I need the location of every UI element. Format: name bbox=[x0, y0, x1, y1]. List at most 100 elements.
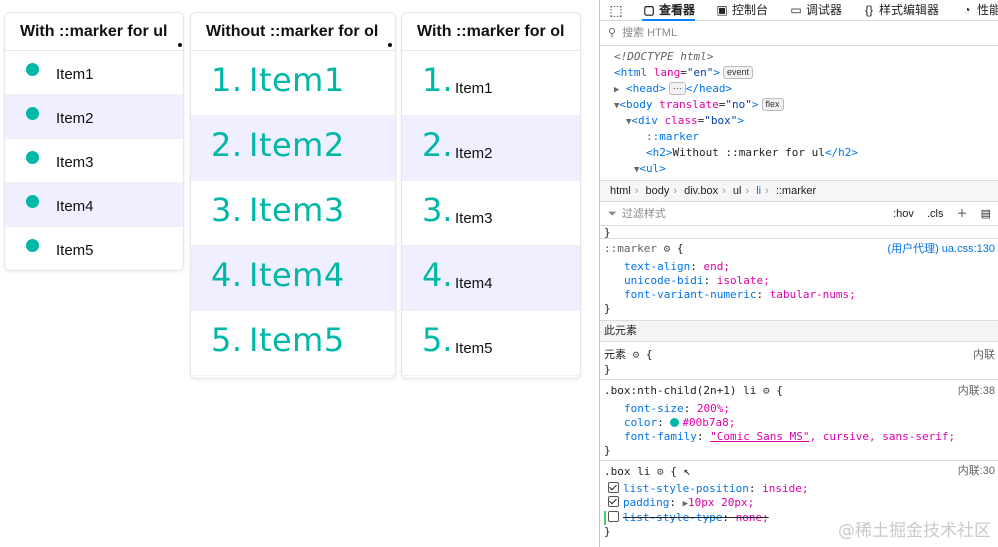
tag: <ul> bbox=[639, 162, 666, 175]
property: font-size bbox=[624, 402, 684, 415]
breadcrumb-separator: › bbox=[765, 185, 769, 197]
cls-toggle[interactable]: .cls bbox=[926, 208, 944, 220]
tab-console[interactable]: ▣控制台 bbox=[715, 1, 768, 19]
breadcrumb-item[interactable]: ul bbox=[732, 185, 742, 197]
property: font-variant-numeric bbox=[624, 288, 757, 301]
collapsed-badge[interactable]: ··· bbox=[668, 82, 686, 95]
declaration: padding: ▶10px 20px; bbox=[608, 496, 754, 511]
list-item: Item5 bbox=[5, 227, 183, 270]
filter-icon: ⏷ bbox=[608, 208, 617, 220]
tree-node-ul[interactable]: ▼<ul> bbox=[634, 161, 666, 178]
box-title: Without ::marker for ol bbox=[191, 13, 395, 51]
print-styles-icon[interactable]: ▤ bbox=[980, 208, 991, 220]
list-item: 5.Item5 bbox=[191, 311, 395, 376]
highlight-icon[interactable]: ⚙ bbox=[762, 384, 770, 397]
tree-node-h2[interactable]: <h2>Without ::marker for ul</h2> bbox=[646, 145, 858, 161]
declaration-color: color: #00b7a8; bbox=[624, 416, 736, 429]
source-link[interactable]: ua.css:130 bbox=[941, 243, 995, 255]
declaration: unicode-bidi: isolate; bbox=[624, 274, 770, 287]
list-item-text: Item5 bbox=[249, 321, 345, 359]
highlight-icon[interactable]: ⚙ bbox=[663, 242, 671, 255]
rule-selector-element: 元素 ⚙ { bbox=[604, 348, 653, 362]
tree-node-doctype[interactable]: <!DOCTYPE html> bbox=[614, 49, 713, 65]
declaration: list-style-position: inside; bbox=[608, 482, 808, 496]
filter-styles-input[interactable] bbox=[619, 207, 744, 221]
breadcrumb-item[interactable]: html bbox=[610, 185, 631, 197]
pseudo-element: ::marker bbox=[646, 130, 699, 143]
attr: lang bbox=[653, 66, 681, 79]
enable-checkbox[interactable] bbox=[608, 482, 619, 493]
search-input[interactable] bbox=[620, 26, 825, 40]
list-item-text: Item5 bbox=[56, 242, 94, 259]
tree-node-html[interactable]: <html lang="en">event bbox=[614, 65, 754, 81]
selector: .box li bbox=[604, 465, 651, 478]
rule-close: } bbox=[604, 525, 611, 538]
property: padding bbox=[623, 496, 670, 509]
highlight-icon[interactable]: ⚙ bbox=[656, 465, 664, 478]
tab-performance[interactable]: ◔性能 bbox=[960, 1, 998, 19]
breadcrumb-separator: › bbox=[745, 185, 750, 197]
value: tabular-nums; bbox=[769, 288, 856, 301]
section-this-element: 此元素 bbox=[600, 320, 998, 342]
hov-toggle[interactable]: :hov bbox=[893, 208, 914, 220]
rule-source[interactable]: 内联:38 bbox=[957, 385, 995, 397]
tree-node-head[interactable]: ▶ <head>···</head> bbox=[614, 81, 732, 98]
flex-badge[interactable]: flex bbox=[761, 98, 784, 111]
expand-arrow-icon[interactable]: ▶ bbox=[682, 499, 689, 509]
tree-node-div-box[interactable]: ▼<div class="box"> bbox=[626, 114, 745, 127]
add-rule-icon[interactable]: ＋ bbox=[956, 208, 968, 220]
list-item-text: Item4 bbox=[455, 275, 493, 292]
devtools-panel: ⬚ ▢查看器 ▣控制台 ▭调试器 {}样式编辑器 ◔性能 ⚲ <!DOCTYPE… bbox=[599, 0, 998, 547]
list-item-text: Item4 bbox=[56, 198, 94, 215]
enable-checkbox[interactable] bbox=[608, 496, 619, 507]
list-item: 2.Item2 bbox=[191, 116, 395, 181]
list-item-number: 2. bbox=[211, 126, 243, 164]
rule-close: } bbox=[604, 363, 611, 376]
collapse-arrow-icon[interactable]: ▼ bbox=[634, 165, 640, 175]
tag: <body bbox=[619, 98, 653, 111]
breadcrumb-separator: › bbox=[634, 185, 639, 197]
list-item-marker: 4. bbox=[422, 256, 453, 294]
value: 10px 20px; bbox=[688, 496, 755, 509]
value: isolate; bbox=[716, 274, 770, 287]
highlight-icon[interactable]: ⚙ bbox=[632, 348, 640, 361]
list-item-marker: 1. bbox=[422, 61, 453, 99]
console-icon: ▣ bbox=[716, 3, 728, 17]
collapse-arrow-icon[interactable]: ▼ bbox=[626, 117, 632, 127]
breadcrumb-separator: › bbox=[673, 185, 678, 197]
value: , cursive, sans-serif; bbox=[809, 430, 956, 443]
event-badge[interactable]: event bbox=[723, 66, 754, 79]
list-item: Item2 bbox=[5, 95, 183, 139]
expand-arrow-icon[interactable]: ▶ bbox=[614, 85, 620, 95]
rule-source[interactable]: 内联:30 bbox=[957, 465, 995, 477]
breadcrumb-item[interactable]: ::marker bbox=[775, 185, 817, 197]
breadcrumb-item[interactable]: div.box bbox=[684, 185, 719, 197]
enable-checkbox[interactable] bbox=[608, 511, 619, 522]
tree-node-body[interactable]: ▼<body translate="no">flex bbox=[614, 97, 784, 114]
breadcrumb-item[interactable]: body bbox=[645, 185, 670, 197]
marker-bullet bbox=[26, 151, 39, 164]
html-search: ⚲ bbox=[600, 21, 998, 46]
tab-inspector[interactable]: ▢查看器 bbox=[642, 1, 696, 21]
selector: ::marker bbox=[604, 242, 657, 255]
mouse-cursor-icon: ↖ bbox=[683, 464, 691, 478]
tree-node-marker[interactable]: ::marker bbox=[646, 129, 699, 145]
rule-source: 内联 bbox=[973, 349, 995, 361]
list-item: 5.Item5 bbox=[402, 311, 580, 376]
declaration-disabled: list-style-type: none; bbox=[608, 511, 769, 525]
tab-style-editor[interactable]: {}样式编辑器 bbox=[862, 1, 939, 19]
tab-debugger[interactable]: ▭调试器 bbox=[789, 1, 842, 19]
color-swatch[interactable] bbox=[670, 418, 680, 427]
tag: </h2> bbox=[824, 146, 858, 159]
font-link[interactable]: "Comic Sans MS" bbox=[710, 430, 810, 443]
list-item: Item4 bbox=[5, 183, 183, 227]
list-item-text: Item3 bbox=[455, 210, 493, 227]
box-title: With ::marker for ol bbox=[402, 13, 580, 51]
element-picker-icon[interactable]: ⬚ bbox=[609, 2, 623, 18]
list-item-text: Item1 bbox=[455, 80, 493, 97]
list-item-number: 1. bbox=[211, 61, 243, 99]
collapse-arrow-icon[interactable]: ▼ bbox=[614, 101, 620, 111]
breadcrumb-item[interactable]: li bbox=[756, 185, 762, 197]
overflow-dot bbox=[178, 43, 182, 47]
list-item-number: 4. bbox=[211, 256, 243, 294]
